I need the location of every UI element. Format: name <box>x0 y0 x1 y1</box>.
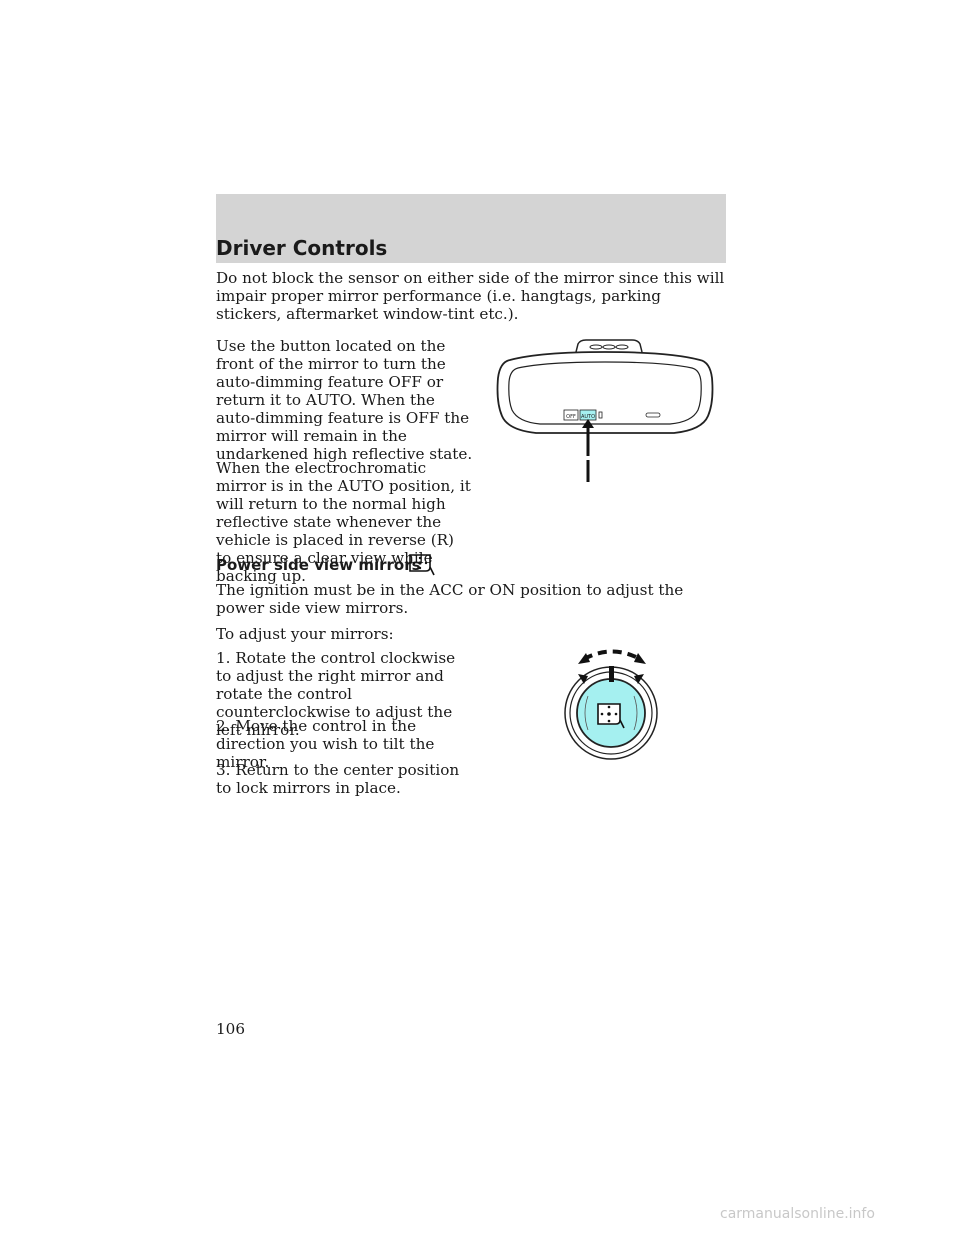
page-number: 106 <box>216 1020 245 1038</box>
power-mirror-icon <box>408 553 436 581</box>
paragraph-auto-dimming-button: Use the button located on the front of t… <box>216 337 473 463</box>
rearview-mirror-illustration: OFF AUTO <box>490 338 720 488</box>
section-title: Driver Controls <box>216 236 388 260</box>
step-2: 2. Move the control in the direction you… <box>216 717 435 771</box>
paragraph-sensor-warning: Do not block the sensor on either side o… <box>216 269 725 323</box>
mirror-off-label: OFF <box>566 414 576 420</box>
mirror-auto-label: AUTO <box>581 414 595 420</box>
paragraph-reverse: When the electrochromatic mirror is in t… <box>216 459 471 585</box>
paragraph-ignition: The ignition must be in the ACC or ON po… <box>216 581 684 617</box>
header-band <box>216 194 726 263</box>
power-mirror-control-illustration <box>554 640 670 770</box>
step-3: 3. Return to the center position to lock… <box>216 761 460 797</box>
step-1: 1. Rotate the control clockwise to adjus… <box>216 649 456 739</box>
paragraph-to-adjust: To adjust your mirrors: <box>216 625 394 643</box>
subhead-power-mirrors: Power side view mirrors <box>216 556 421 574</box>
footer-watermark: carmanualsonline.info <box>720 1206 875 1222</box>
